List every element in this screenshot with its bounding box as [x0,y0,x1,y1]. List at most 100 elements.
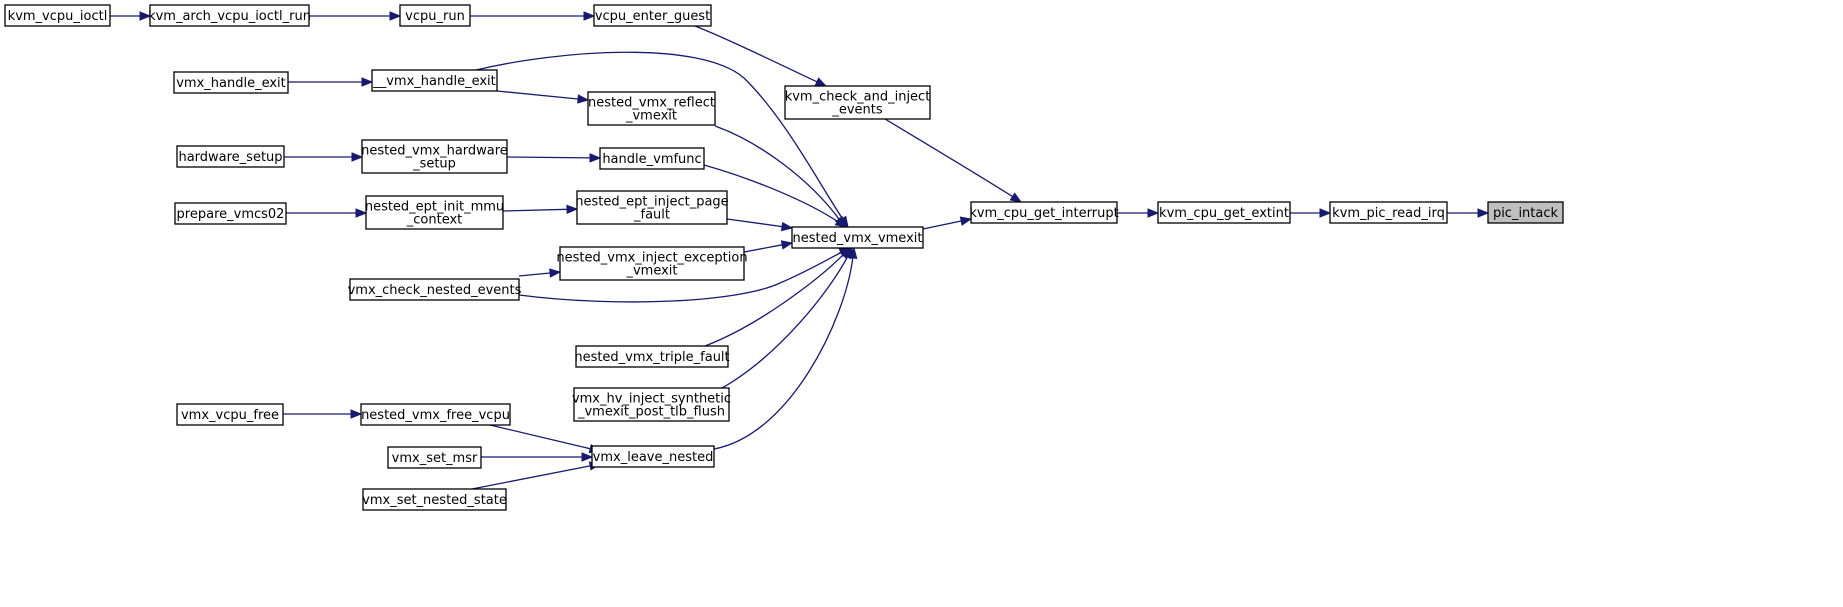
node-label: vmx_set_nested_state [362,493,507,508]
edge-line [743,244,783,253]
edge-n11-to-n15 [703,164,848,228]
edge-n4-to-n5 [694,25,828,87]
node-nested-vmx-vmexit[interactable]: nested_vmx_vmexit [791,226,924,249]
node-nested-ept-init-mmu-context[interactable]: nested_ept_init_mmu_context [365,195,504,230]
edge-line [496,90,579,100]
node-box [4,4,111,27]
edge-line [489,424,591,450]
node-hardware-setup[interactable]: hardware_setup [176,145,285,168]
node-vmx-handle-exit[interactable]: __vmx_handle_exit [371,69,498,92]
node-label: _vmexit_post_tlb_flush [577,405,725,420]
node-kvm-check-and-inject-events[interactable]: kvm_check_and_inject_events [784,85,931,120]
node-box [360,403,511,426]
edge-line [502,208,568,212]
node-box [576,190,728,225]
edge-n10-to-n11 [506,153,602,163]
node-kvm-cpu-get-extint[interactable]: kvm_cpu_get_extint [1157,201,1291,224]
node-kvm-vcpu-ioctl[interactable]: kvm_vcpu_ioctl [4,4,111,27]
node-box [365,195,504,230]
arrowhead [1477,208,1490,218]
node-box [1329,201,1448,224]
edge-n5-to-n16 [884,118,1023,203]
node-prepare-vmcs02[interactable]: prepare_vmcs02 [174,202,287,225]
edge-n17-to-n18 [1290,208,1332,218]
node-label: __vmx_handle_exit [372,74,496,89]
arrowhead [566,204,579,215]
node-label: nested_vmx_triple_fault [574,350,729,365]
node-box [599,147,705,170]
edge-line [694,25,818,83]
node-box [573,387,730,422]
node-label: vmx_vcpu_free [181,408,279,423]
node-vmx-set-msr[interactable]: vmx_set_msr [387,446,482,469]
edge-n1-to-n2 [110,11,152,21]
edge-line [703,164,838,223]
arrowhead [1009,192,1023,203]
node-label: nested_ept_inject_page [575,195,728,210]
node-nested-vmx-inject-exception-vmexit[interactable]: nested_vmx_inject_exception_vmexit [556,246,748,281]
node-nested-vmx-free-vcpu[interactable]: nested_vmx_free_vcpu [360,403,511,426]
node-pic-intack[interactable]: pic_intack [1487,201,1564,224]
node-nested-vmx-hardware-setup[interactable]: nested_vmx_hardware_setup [361,139,508,174]
node-box [784,85,931,120]
nodes-layer: kvm_vcpu_ioctl kvm_arch_vcpu_ioctl_run vcp… [4,4,1564,511]
node-label: _setup [412,157,456,172]
node-label: nested_vmx_inject_exception [556,251,747,266]
arrowhead [1319,208,1332,218]
node-box [173,71,289,94]
node-label: vmx_set_msr [392,451,478,466]
node-vmx-handle-exit[interactable]: vmx_handle_exit [173,71,289,94]
node-vmx-set-nested-state[interactable]: vmx_set_nested_state [362,488,507,511]
node-vmx-vcpu-free[interactable]: vmx_vcpu_free [176,403,284,426]
node-box [575,345,729,368]
node-vmx-leave-nested[interactable]: vmx_leave_nested [591,445,715,468]
arrowhead [959,216,973,226]
node-label: vmx_handle_exit [176,76,286,91]
edge-n24-to-n25 [283,409,363,419]
arrowhead [581,452,594,462]
edge-n7-to-n8 [496,90,590,104]
node-label: nested_vmx_hardware [361,144,508,159]
node-label: nested_vmx_reflect [588,96,715,111]
node-nested-vmx-reflect-vmexit[interactable]: nested_vmx_reflect_vmexit [587,91,716,126]
node-box [593,4,712,27]
edge-n27-to-n15 [713,246,858,450]
edge-n20-to-n15 [743,240,794,253]
node-box [970,201,1118,224]
node-nested-vmx-triple-fault[interactable]: nested_vmx_triple_fault [574,345,730,368]
node-box [176,403,284,426]
node-label: hardware_setup [178,150,282,165]
node-kvm-pic-read-irq[interactable]: kvm_pic_read_irq [1329,201,1448,224]
edge-line [922,220,962,230]
node-box [349,278,520,301]
node-kvm-cpu-get-interrupt[interactable]: kvm_cpu_get_interrupt [969,201,1119,224]
node-box [559,246,745,281]
node-vcpu-enter-guest[interactable]: vcpu_enter_guest [593,4,712,27]
node-vmx-hv-inject-synthetic-vmexit-post-tlb-flush[interactable]: vmx_hv_inject_synthetic_vmexit_post_tlb_… [572,387,731,422]
edges-layer [110,11,1490,490]
node-box [176,145,285,168]
edge-n14-to-n15 [726,218,794,232]
node-box [399,4,471,27]
node-label: _fault [633,208,670,223]
node-nested-ept-inject-page-fault[interactable]: nested_ept_inject_page_fault [575,190,729,225]
edge-line [518,272,551,277]
arrowhead [1147,208,1160,218]
edge-line [506,156,591,159]
node-label: _context [406,213,463,228]
edge-n9-to-n10 [284,152,364,162]
arrowhead [780,240,794,250]
arrowhead [834,217,848,228]
edge-n16-to-n17 [1117,208,1160,218]
arrowhead [139,11,152,21]
edge-line [704,254,844,347]
node-vmx-check-nested-events[interactable]: vmx_check_nested_events [348,278,522,301]
node-vcpu-run[interactable]: vcpu_run [399,4,471,27]
node-handle-vmfunc[interactable]: handle_vmfunc [599,147,705,170]
node-box [587,91,716,126]
node-kvm-arch-vcpu-ioctl-run[interactable]: kvm_arch_vcpu_ioctl_run [148,4,311,27]
edge-n3-to-n4 [470,11,596,21]
node-label: _vmexit [625,264,677,279]
edge-n6-to-n7 [288,77,374,87]
